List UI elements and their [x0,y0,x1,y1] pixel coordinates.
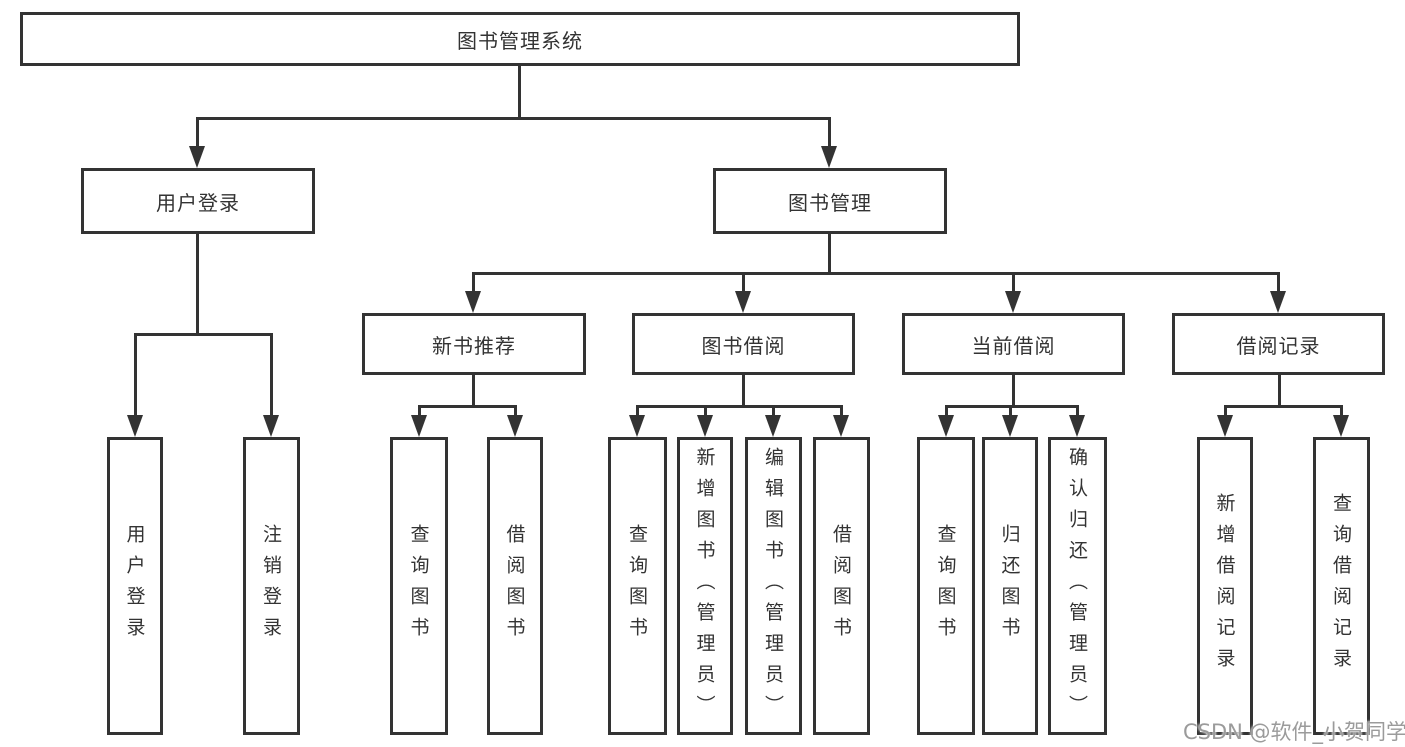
connector-arrow-stem [1076,405,1079,417]
arrowhead-down-icon [127,415,143,437]
connector-login-bar [134,333,273,336]
connector-records-stem [1278,375,1281,407]
connector-records-bar [1224,405,1343,408]
arrowhead-down-icon [765,415,781,437]
arrowhead-down-icon [1005,291,1021,313]
connector-arrow-stem [742,272,745,293]
leaf-records-add-label: 新增借阅记录 [1213,493,1236,679]
connector-borrow-bar [636,405,843,408]
node-book-management: 图书管理 [713,168,947,234]
leaf-borrow-edit-admin: 编辑图书（管理员） [745,437,802,735]
connector-arrow-stem [514,405,517,417]
leaf-newbooks-borrow-label: 借阅图书 [503,524,526,648]
leaf-borrow-query: 查询图书 [608,437,667,735]
leaf-user-login-label: 用户登录 [123,524,146,648]
leaf-newbooks-query-label: 查询图书 [407,524,430,648]
connector-arrow-stem [134,333,137,417]
connector-arrow-stem [1224,405,1227,417]
arrowhead-down-icon [697,415,713,437]
leaf-current-confirm-admin: 确认归还（管理员） [1048,437,1107,735]
leaf-borrow-edit-admin-label: 编辑图书（管理员） [762,446,784,726]
leaf-user-login: 用户登录 [107,437,163,735]
connector-newbooks-stem [472,375,475,407]
node-book-borrow: 图书借阅 [632,313,855,375]
leaf-newbooks-borrow: 借阅图书 [487,437,543,735]
arrowhead-down-icon [938,415,954,437]
leaf-borrow-borrow: 借阅图书 [813,437,870,735]
arrowhead-down-icon [263,415,279,437]
connector-arrow-stem [196,117,199,148]
arrowhead-down-icon [821,146,837,168]
node-new-book-recommend: 新书推荐 [362,313,586,375]
arrowhead-down-icon [629,415,645,437]
connector-arrow-stem [1009,405,1012,417]
arrowhead-down-icon [411,415,427,437]
leaf-borrow-query-label: 查询图书 [626,524,648,648]
arrowhead-down-icon [833,415,849,437]
leaf-records-query-label: 查询借阅记录 [1330,493,1352,679]
connector-arrow-stem [828,117,831,148]
connector-root-bar [196,117,831,120]
arrowhead-down-icon [735,291,751,313]
leaf-logout: 注销登录 [243,437,300,735]
connector-arrow-stem [418,405,421,417]
connector-root-stem [518,64,521,119]
node-borrow-records: 借阅记录 [1172,313,1385,375]
leaf-current-return-label: 归还图书 [998,524,1021,648]
leaf-records-query: 查询借阅记录 [1313,437,1370,735]
arrowhead-down-icon [1069,415,1085,437]
connector-newbooks-bar [418,405,517,408]
node-user-login: 用户登录 [81,168,315,234]
arrowhead-down-icon [507,415,523,437]
arrowhead-down-icon [465,291,481,313]
node-root: 图书管理系统 [20,12,1020,66]
leaf-logout-label: 注销登录 [260,524,282,648]
connector-arrow-stem [945,405,948,417]
connector-arrow-stem [636,405,639,417]
connector-arrow-stem [472,272,475,293]
connector-arrow-stem [1277,272,1280,293]
connector-arrow-stem [270,333,273,417]
leaf-newbooks-query: 查询图书 [390,437,448,735]
connector-current-stem [1012,375,1015,407]
leaf-current-query-label: 查询图书 [934,524,957,648]
connector-arrow-stem [704,405,707,417]
connector-mgmt-bar [472,272,1280,275]
connector-current-bar [945,405,1079,408]
leaf-borrow-borrow-label: 借阅图书 [830,524,852,648]
connector-borrow-stem [742,375,745,407]
leaf-records-add: 新增借阅记录 [1197,437,1253,735]
leaf-borrow-add-admin: 新增图书（管理员） [677,437,733,735]
node-current-borrow: 当前借阅 [902,313,1125,375]
csdn-watermark: CSDN @软件_小贺同学 [1183,720,1405,744]
leaf-current-return: 归还图书 [982,437,1038,735]
leaf-current-confirm-admin-label: 确认归还（管理员） [1066,446,1088,726]
leaf-current-query: 查询图书 [917,437,975,735]
connector-arrow-stem [1340,405,1343,417]
arrowhead-down-icon [1333,415,1349,437]
arrowhead-down-icon [1217,415,1233,437]
connector-mgmt-stem [828,234,831,274]
arrowhead-down-icon [1002,415,1018,437]
leaf-borrow-add-admin-label: 新增图书（管理员） [693,446,716,726]
connector-arrow-stem [840,405,843,417]
connector-login-stem [196,234,199,335]
arrowhead-down-icon [1270,291,1286,313]
arrowhead-down-icon [189,146,205,168]
connector-arrow-stem [772,405,775,417]
connector-arrow-stem [1012,272,1015,293]
